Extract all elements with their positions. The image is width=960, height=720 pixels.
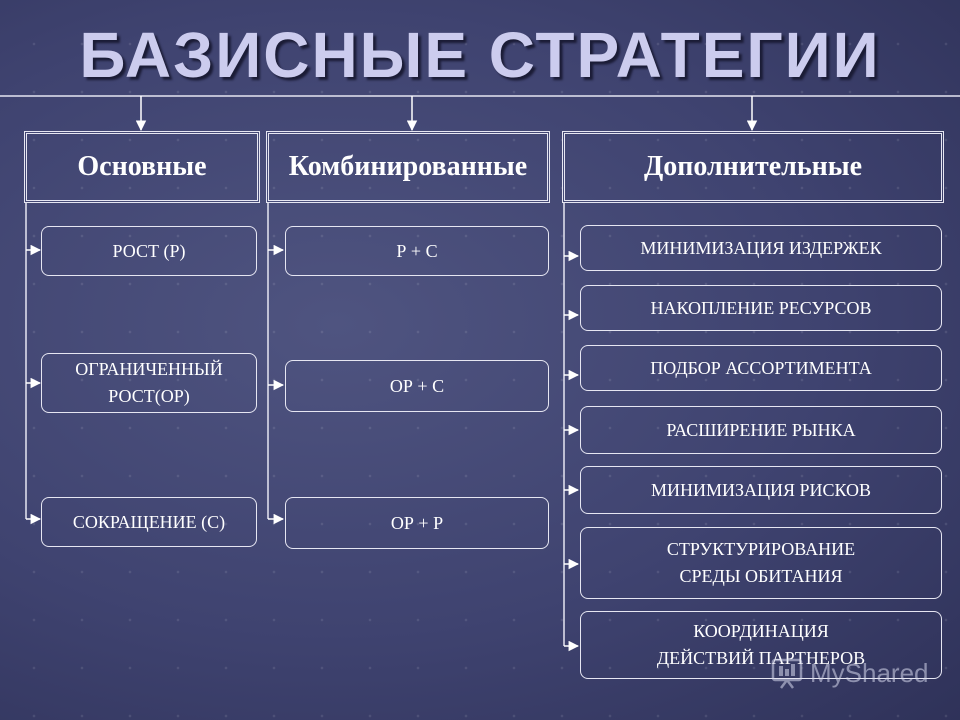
additional-risk-minimization: МИНИМИЗАЦИЯ РИСКОВ [580, 466, 942, 514]
additional-cost-minimization: МИНИМИЗАЦИЯ ИЗДЕРЖЕК [580, 225, 942, 271]
watermark-text: MyShared [810, 657, 929, 688]
header-main: Основные [24, 131, 260, 203]
header-main-label: Основные [77, 151, 207, 182]
additional-habitat-structuring: СТРУКТУРИРОВАНИЕ СРЕДЫ ОБИТАНИЯ [580, 527, 942, 599]
additional-assortment-selection: ПОДБОР АССОРТИМЕНТА [580, 345, 942, 391]
watermark-logo: MyShared [770, 656, 929, 690]
header-additional-label: Дополнительные [643, 151, 863, 182]
additional-market-expansion: РАСШИРЕНИЕ РЫНКА [580, 406, 942, 454]
presentation-icon [771, 658, 803, 689]
header-combined: Комбинированные [266, 131, 550, 203]
strategy-limited-growth: ОГРАНИЧЕННЫЙ РОСТ(ОР) [41, 353, 257, 413]
strategy-reduction: СОКРАЩЕНИЕ (С) [41, 497, 257, 547]
header-additional: Дополнительные [562, 131, 944, 203]
combo-growth-reduction: Р + С [285, 226, 549, 276]
strategy-growth: РОСТ (Р) [41, 226, 257, 276]
header-combined-label: Комбинированные [288, 151, 528, 182]
combo-limited-growth: ОР + Р [285, 497, 549, 549]
combo-limited-reduction: ОР + С [285, 360, 549, 412]
additional-partner-coordination: КООРДИНАЦИЯ ДЕЙСТВИЙ ПАРТНЕРОВ [580, 611, 942, 679]
page-title: БАЗИСНЫЕ СТРАТЕГИИ [79, 19, 881, 91]
additional-resource-accumulation: НАКОПЛЕНИЕ РЕСУРСОВ [580, 285, 942, 331]
